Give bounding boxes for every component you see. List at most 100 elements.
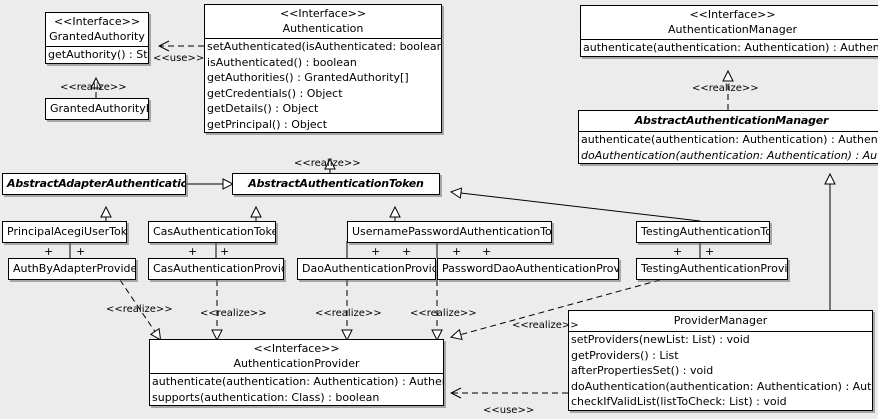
class-abstract-authentication-manager[interactable]: AbstractAuthenticationManager authentica…: [578, 110, 878, 164]
association-role-marker: +: [452, 245, 462, 258]
class-testing-authentication-token[interactable]: TestingAuthenticationToken: [636, 221, 770, 243]
class-name: AbstractAdapterAuthenticationToken: [7, 177, 185, 190]
class-name: CasAuthenticationProvider: [153, 262, 283, 275]
class-header: <<Interface>> GrantedAuthority: [46, 13, 148, 46]
edge-label-realize-grantedauthorityimpl: <<realize>>: [60, 82, 127, 93]
edge-label-realize-authbyadapterprovider: <<realize>>: [106, 304, 173, 315]
operations-compartment: getAuthority() : String: [46, 47, 148, 63]
compartment-divider: [46, 46, 148, 47]
operation-item: isAuthenticated() : boolean: [207, 55, 357, 69]
association-role-marker: +: [220, 245, 230, 258]
class-testing-authentication-provider[interactable]: TestingAuthenticationProvider: [636, 258, 788, 280]
class-header: ProviderManager: [569, 311, 872, 331]
class-granted-authority-impl[interactable]: GrantedAuthorityImpl: [45, 98, 149, 120]
class-name: GrantedAuthorityImpl: [50, 102, 149, 115]
class-header: AbstractAdapterAuthenticationToken: [3, 174, 185, 194]
class-header: CasAuthenticationProvider: [149, 259, 283, 279]
class-name: TestingAuthenticationToken: [641, 225, 769, 238]
association-role-marker: +: [371, 245, 381, 258]
edge-label-realize-casauthenticationprovider: <<realize>>: [200, 308, 267, 319]
operation-item: getAuthority() : String: [48, 48, 148, 61]
class-name: PasswordDaoAuthenticationProvider: [442, 262, 618, 275]
class-name: AbstractAuthenticationManager: [634, 114, 829, 127]
edge-label-realize-abstractauthenticationmanager: <<realize>>: [692, 83, 759, 94]
operations-compartment: setAuthenticated(isAuthenticated: boolea…: [205, 39, 441, 132]
compartment-divider: [205, 38, 441, 39]
class-authentication-provider[interactable]: <<Interface>> AuthenticationProvider aut…: [149, 339, 444, 406]
class-abstract-adapter-authentication-token[interactable]: AbstractAdapterAuthenticationToken: [2, 173, 186, 195]
class-name: AuthByAdapterProvider: [13, 262, 136, 275]
class-header: AuthByAdapterProvider: [9, 259, 135, 279]
operation-item: afterPropertiesSet() : void: [571, 364, 714, 377]
class-authentication[interactable]: <<Interface>> Authentication setAuthenti…: [204, 4, 442, 133]
class-granted-authority[interactable]: <<Interface>> GrantedAuthority getAuthor…: [45, 12, 149, 64]
class-header: CasAuthenticationToken: [149, 222, 275, 242]
class-cas-authentication-token[interactable]: CasAuthenticationToken: [148, 221, 276, 243]
operation-item: authenticate(authentication: Authenticat…: [152, 375, 443, 388]
class-header: UsernamePasswordAuthenticationToken: [348, 222, 551, 242]
association-role-marker: +: [188, 245, 198, 258]
operation-item: getCredentials() : Object: [207, 86, 343, 100]
stereotype-label: <<Interface>>: [53, 15, 141, 28]
class-header: PasswordDaoAuthenticationProvider: [438, 259, 618, 279]
compartment-divider: [579, 131, 878, 132]
class-name: GrantedAuthority: [49, 30, 145, 43]
compartment-divider: [569, 331, 872, 332]
operations-compartment: authenticate(authentication: Authenticat…: [581, 40, 878, 56]
association-role-marker: +: [402, 245, 412, 258]
operations-compartment: authenticate(authentication: Authenticat…: [579, 132, 878, 163]
edge-label-realize-daoauthenticationprovider: <<realize>>: [315, 308, 382, 319]
class-auth-by-adapter-provider[interactable]: AuthByAdapterProvider: [8, 258, 136, 280]
edge-label-realize-passworddaoauthenticationprovider: <<realize>>: [410, 308, 477, 319]
class-name: PrincipalAcegiUserToken: [7, 225, 127, 238]
association-role-marker: +: [76, 245, 86, 258]
operations-compartment: setProviders(newList: List) : void getPr…: [569, 332, 872, 410]
operation-item: getPrincipal() : Object: [207, 117, 328, 131]
class-name: AuthenticationManager: [668, 23, 797, 36]
operation-item: setProviders(newList: List) : void: [571, 333, 750, 346]
class-header: AbstractAuthenticationToken: [233, 174, 439, 194]
class-header: <<Interface>> AuthenticationManager: [581, 6, 878, 39]
operation-item: authenticate(authentication: Authenticat…: [583, 41, 878, 54]
class-dao-authentication-provider[interactable]: DaoAuthenticationProvider: [297, 258, 436, 280]
association-role-marker: +: [44, 245, 54, 258]
edge-label-realize-abstractauthenticationtoken: <<realize>>: [294, 158, 361, 169]
class-header: <<Interface>> Authentication: [205, 5, 441, 38]
class-header: DaoAuthenticationProvider: [298, 259, 435, 279]
operation-item: setAuthenticated(isAuthenticated: boolea…: [207, 40, 441, 53]
class-password-dao-authentication-provider[interactable]: PasswordDaoAuthenticationProvider: [437, 258, 619, 280]
association-role-marker: +: [673, 245, 683, 258]
operation-item: getDetails() : Object: [207, 102, 319, 115]
class-header: TestingAuthenticationToken: [637, 222, 769, 242]
operation-item: doAuthentication(authentication: Authent…: [581, 148, 878, 162]
operation-item: getProviders() : List: [571, 348, 679, 362]
operation-item: doAuthentication(authentication: Authent…: [571, 379, 872, 393]
class-header: <<Interface>> AuthenticationProvider: [150, 340, 443, 373]
operation-item: supports(authentication: Class) : boolea…: [152, 390, 380, 404]
class-header: GrantedAuthorityImpl: [46, 99, 148, 119]
class-header: PrincipalAcegiUserToken: [3, 222, 126, 242]
compartment-divider: [581, 39, 878, 40]
compartment-divider: [150, 373, 443, 374]
operation-item: getAuthorities() : GrantedAuthority[]: [207, 71, 409, 84]
class-provider-manager[interactable]: ProviderManager setProviders(newList: Li…: [568, 310, 873, 411]
class-name: ProviderManager: [673, 314, 768, 327]
operations-compartment: authenticate(authentication: Authenticat…: [150, 374, 443, 405]
association-role-marker: +: [705, 245, 715, 258]
operation-item: checkIfValidList(listToCheck: List) : vo…: [571, 395, 787, 408]
class-name: Authentication: [282, 22, 364, 35]
class-name: AbstractAuthenticationToken: [248, 177, 424, 190]
class-header: TestingAuthenticationProvider: [637, 259, 787, 279]
class-username-password-authentication-token[interactable]: UsernamePasswordAuthenticationToken: [347, 221, 552, 243]
edge-testingauthenticationtoken-extends-abstractauthenticationtoken: [452, 192, 701, 222]
stereotype-label: <<Interface>>: [253, 342, 340, 355]
class-cas-authentication-provider[interactable]: CasAuthenticationProvider: [148, 258, 284, 280]
class-header: AbstractAuthenticationManager: [579, 111, 878, 131]
class-authentication-manager[interactable]: <<Interface>> AuthenticationManager auth…: [580, 5, 878, 57]
class-name: CasAuthenticationToken: [153, 225, 276, 238]
class-principal-acegi-user-token[interactable]: PrincipalAcegiUserToken: [2, 221, 127, 243]
edge-label-use-grantedauthority: <<use>>: [153, 53, 205, 64]
class-name: UsernamePasswordAuthenticationToken: [352, 225, 552, 238]
class-abstract-authentication-token[interactable]: AbstractAuthenticationToken: [232, 173, 440, 195]
class-name: TestingAuthenticationProvider: [641, 262, 788, 275]
